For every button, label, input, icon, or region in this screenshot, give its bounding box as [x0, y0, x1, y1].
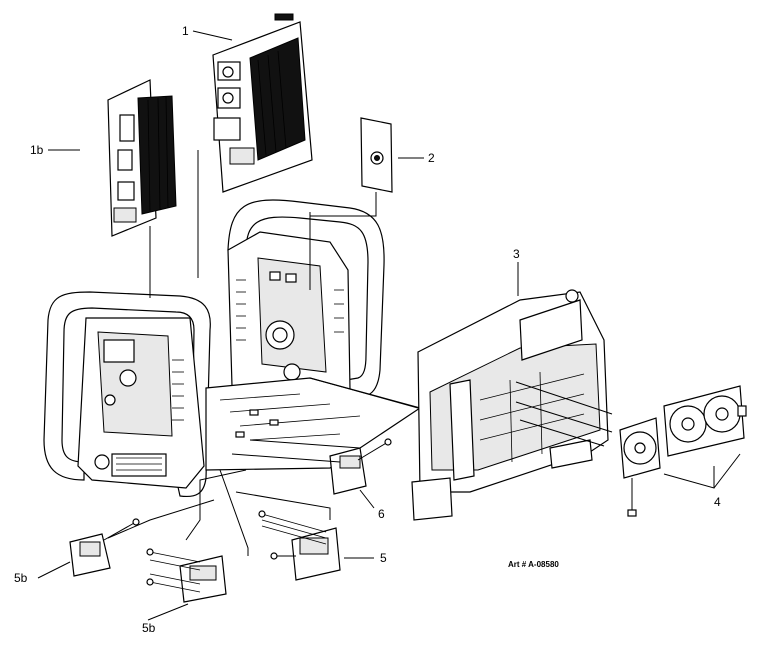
front-case-half [43, 291, 211, 498]
part-2-panel [360, 117, 393, 193]
callout-6: 6 [378, 507, 385, 521]
base-plate [205, 377, 422, 471]
callout-leaders [37, 30, 741, 621]
callout-4: 4 [714, 495, 721, 509]
part-5-transformer [258, 510, 341, 581]
callout-2: 2 [428, 151, 435, 165]
part-3-chassis-frame [411, 289, 609, 521]
part-5b-transformer [146, 548, 227, 603]
art-number: Art # A-08580 [508, 560, 559, 569]
part-6-inductor [329, 438, 392, 495]
assembly-lines [107, 150, 613, 556]
callout-5b-left: 5b [14, 571, 28, 585]
part-1b-secondary-pcb [107, 79, 177, 237]
callout-5: 5 [380, 551, 387, 565]
callout-5b-bottom: 5b [142, 621, 156, 635]
callout-1: 1 [182, 24, 189, 38]
part-6b-transformer [69, 518, 140, 577]
callout-1b: 1b [30, 143, 44, 157]
callout-3: 3 [513, 247, 520, 261]
rear-case-half [227, 199, 385, 405]
part-1-main-pcb [212, 13, 313, 193]
part-4-fans [619, 385, 747, 517]
